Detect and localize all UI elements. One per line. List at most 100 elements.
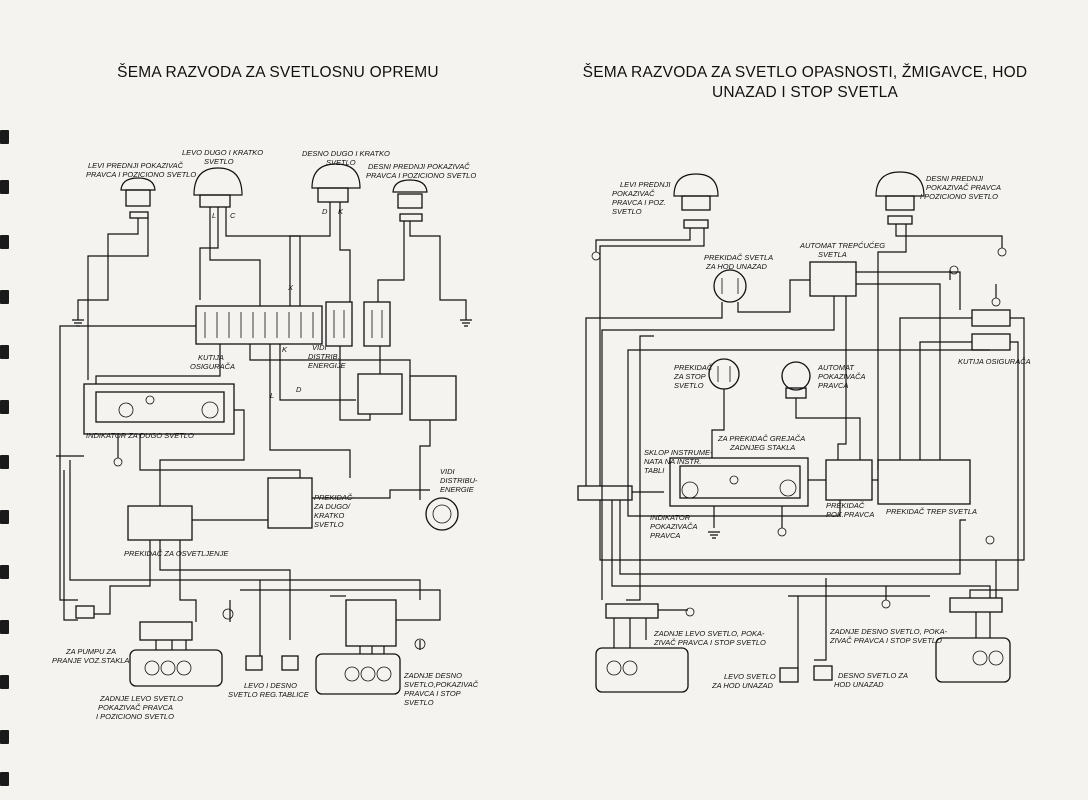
wire-code-d: D (322, 207, 328, 216)
left-ground-symbols (72, 319, 472, 650)
label-reverse-switch-1: PREKIDAČ SVETLA (704, 253, 773, 262)
right-wiring-diagram: LEVI PREDNJI POKAZIVAČ PRAVCA I POZ. SVE… (577, 171, 1031, 693)
label-dimmer-switch-1: PREKIDAČ (314, 493, 353, 502)
label-r-front-left-4: SVETLO (612, 207, 642, 216)
label-turn-indicator-2: POKAZIVAČA (650, 522, 698, 531)
dimmer-switch-box (267, 477, 313, 529)
label-light-switch: PREKIDAČ ZA OSVETLJENJE (124, 549, 229, 558)
label-see-distribution-1: VIDI (312, 343, 327, 352)
label-reverse-switch-2: ZA HOD UNAZAD (705, 262, 768, 271)
connector-block-rear-left (605, 603, 659, 619)
label-rear-right-1: ZADNJE DESNO (403, 671, 462, 680)
wire-code-d-lower: D (296, 385, 302, 394)
wire-code-x: X (287, 283, 294, 292)
left-fuse-box (195, 301, 391, 347)
label-left-reverse-2: ZA HOD UNAZAD (711, 681, 774, 690)
rear-left-lamp-cluster-r (595, 647, 689, 693)
right-wiring-lines (585, 224, 1025, 668)
label-washer-pump-2: PRANJE VOZ.STAKLA (52, 656, 129, 665)
label-cluster-3: TABLI (644, 466, 664, 475)
label-turn-flasher-2: POKAZIVAČA (818, 372, 866, 381)
distributor (425, 497, 459, 531)
front-right-indicator-lamp (392, 179, 428, 222)
label-rear-left-3: I POZICIONO SVETLO (96, 712, 174, 721)
rear-left-lamp-cluster (129, 621, 223, 687)
reverse-lights (779, 665, 833, 683)
turn-signal-switch-box (825, 459, 873, 501)
label-dimmer-switch-3: KRATKO (314, 511, 344, 520)
label-turn-flasher-3: PRAVCA (818, 381, 848, 390)
label-stop-switch-1: PREKIDAČ (674, 363, 713, 372)
stop-light-switch (708, 358, 740, 390)
label-fuse-box-1: KUTIJA (198, 353, 224, 362)
front-left-indicator-lamp (120, 177, 156, 219)
right-page-title-line1: ŠEMA RAZVODA ZA SVETLO OPASNOSTI, ŽMIGAV… (582, 64, 1028, 81)
turn-signal-flasher (781, 361, 811, 399)
label-front-left-indicator-1: LEVI PREDNJI POKAZIVAČ (88, 161, 184, 170)
label-see-distribution-3: ENERGIJE (308, 361, 347, 370)
label-r-fuse-box: KUTIJA OSIGURAČA (958, 357, 1031, 366)
label-dimmer-switch-4: SVETLO (314, 520, 344, 529)
label-see-distributor-2: DISTRIBU- (440, 476, 478, 485)
label-rear-heater-2: ZADNJEG STAKLA (729, 443, 795, 452)
right-fuse-box (971, 309, 1011, 351)
label-left-headlight-2: SVETLO (204, 157, 234, 166)
label-r-front-left-1: LEVI PREDNJI (620, 180, 670, 189)
label-high-beam-indicator: INDIKATOR ZA DUGO SVETLO (86, 431, 194, 440)
front-right-indicator-lamp-r (875, 171, 925, 225)
label-turn-switch-2: POK.PRAVCA (826, 510, 874, 519)
label-rear-heater-1: ZA PREKIDAČ GREJAČA (717, 434, 805, 443)
right-page-title-line2: UNAZAD I STOP SVETLA (711, 84, 899, 101)
right-instrument-cluster (669, 457, 809, 507)
label-dimmer-switch-2: ZA DUGO/ (313, 502, 351, 511)
label-right-reverse-1: DESNO SVETLO ZA (838, 671, 908, 680)
label-turn-indicator-3: PRAVCA (650, 531, 680, 540)
label-rear-left-2: POKAZIVAČ PRAVCA (98, 703, 173, 712)
label-hazard-flasher-1: AUTOMAT TREPĆUĆEG (799, 241, 885, 250)
label-hazard-switch: PREKIDAČ TREP SVETLA (886, 507, 977, 516)
left-page-title: ŠEMA RAZVODA ZA SVETLOSNU OPREMU (117, 64, 439, 81)
label-r-rear-left-2: ZIVAČ PRAVCA I STOP SVETLO (653, 638, 766, 647)
right-headlight-lamp (311, 163, 361, 203)
front-left-indicator-lamp-r (673, 173, 719, 229)
plate-light-left (245, 655, 263, 671)
rear-right-lamp-cluster-r (935, 637, 1011, 683)
label-turn-switch-1: PREKIDAČ (826, 501, 865, 510)
label-r-front-left-2: POKAZIVAČ (612, 189, 655, 198)
label-front-right-indicator-1: DESNI PREDNJI POKAZIVAČ (368, 162, 470, 171)
relay-block-right (409, 375, 457, 421)
washer-pump-connector (75, 605, 95, 619)
label-rear-left-1: ZADNJE LEVO SVETLO (99, 694, 183, 703)
left-instrument-cluster (83, 383, 235, 435)
plate-light-right (281, 655, 299, 671)
binding-holes (0, 0, 14, 800)
label-left-headlight-1: LEVO DUGO I KRATKO (182, 148, 263, 157)
label-cluster-2: NATA NA INSTR. (644, 457, 702, 466)
label-stop-switch-3: SVETLO (674, 381, 704, 390)
label-turn-flasher-1: AUTOMAT (817, 363, 855, 372)
label-front-left-indicator-2: PRAVCA I POZICIONO SVETLO (86, 170, 196, 179)
label-left-reverse-1: LEVO SVETLO (724, 672, 776, 681)
label-right-reverse-2: HOD UNAZAD (834, 680, 884, 689)
label-washer-pump-1: ZA PUMPU ZA (65, 647, 116, 656)
right-ground-symbols (591, 247, 1007, 617)
label-front-right-indicator-2: PRAVCA I POZICIONO SVETLO (366, 171, 476, 180)
label-rear-right-4: SVETLO (404, 698, 434, 707)
connector-block-rear-right (949, 597, 1003, 613)
connector-block-left (577, 485, 633, 501)
label-plate-lights-1: LEVO I DESNO (244, 681, 297, 690)
label-see-distribution-2: DISTRIB. (308, 352, 340, 361)
label-r-rear-right-2: ZIVAČ PRAVCA I STOP SVETLO (829, 636, 942, 645)
wire-code-c: C (230, 211, 236, 220)
label-plate-lights-2: SVETLO REG.TABLICE (228, 690, 310, 699)
wire-code-l-lower: L (270, 391, 274, 400)
left-wiring-lines (56, 202, 467, 656)
left-wiring-diagram: LEVI PREDNJI POKAZIVAČ PRAVCA I POZICION… (52, 148, 479, 721)
label-r-front-left-3: PRAVCA I POZ. (612, 198, 666, 207)
wire-code-l: L (212, 211, 216, 220)
hazard-flasher-relay (809, 261, 857, 297)
wire-code-k: K (338, 207, 344, 216)
label-hazard-flasher-2: SVETLA (818, 250, 847, 259)
